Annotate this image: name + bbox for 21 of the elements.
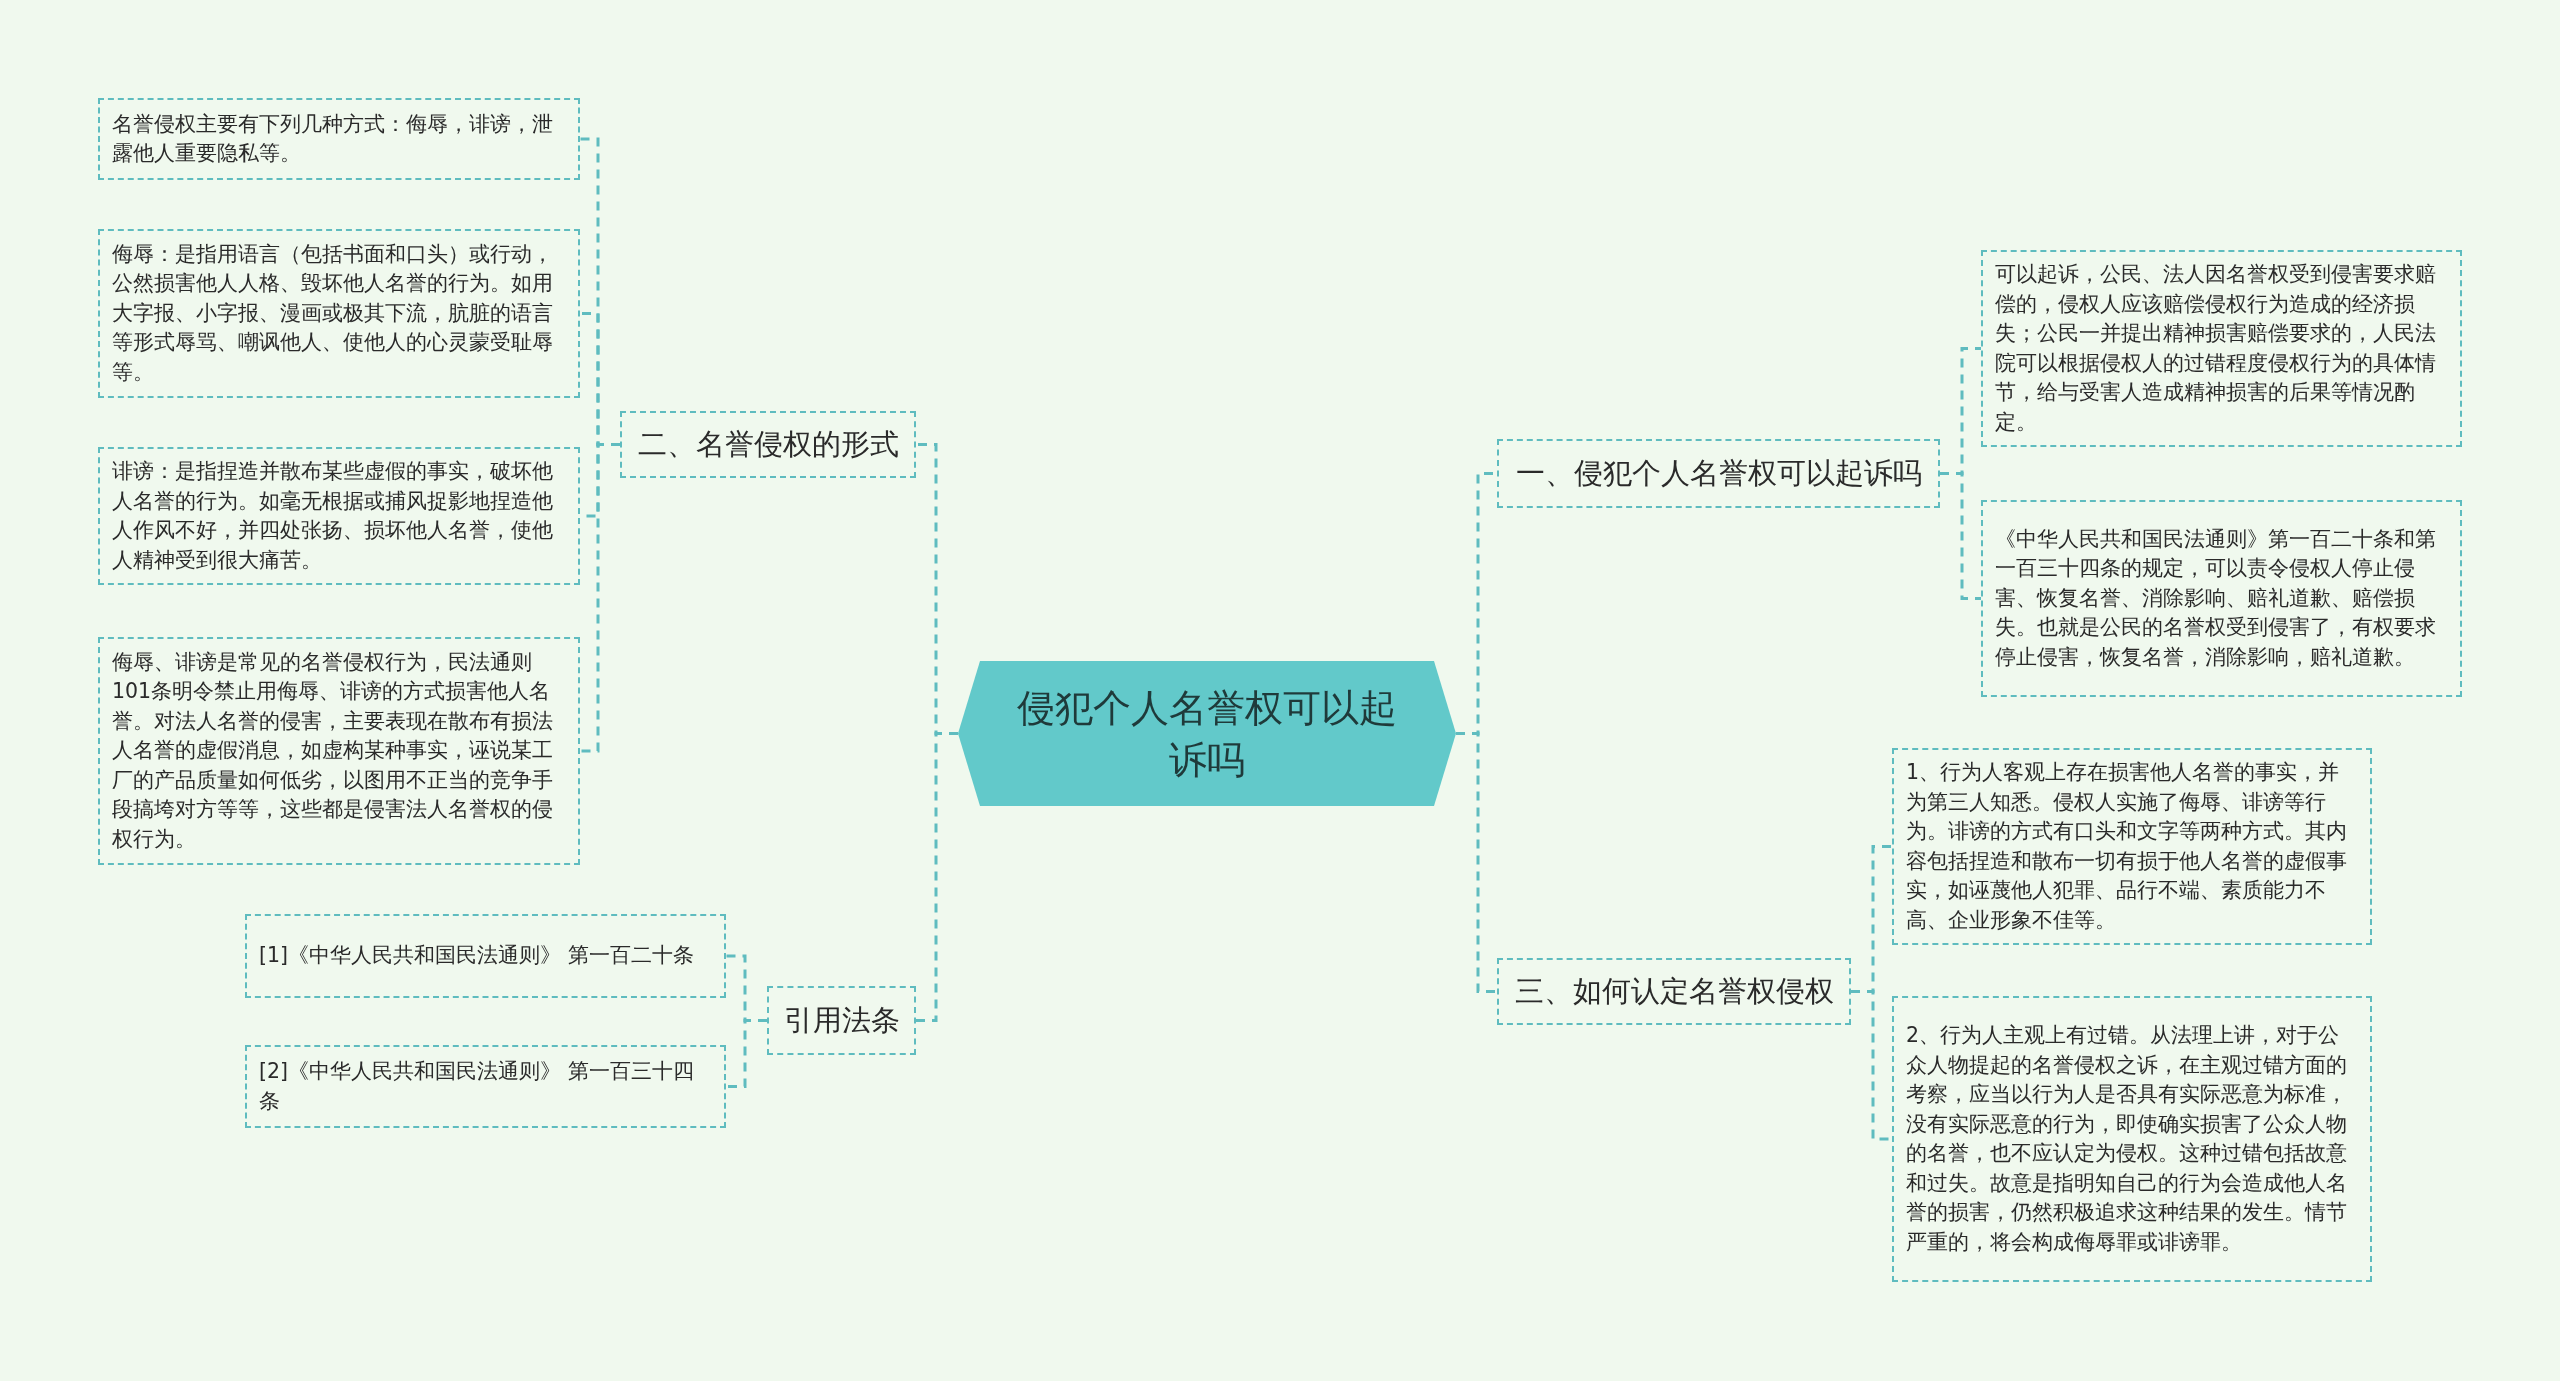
text-box: 名誉侵权主要有下列几种方式：侮辱，诽谤，泄露他人重要隐私等。 (98, 98, 580, 180)
connector-line (726, 1019, 767, 1088)
text-box: [1]《中华人民共和国民法通则》 第一百二十条 (245, 914, 726, 998)
connector-line (916, 732, 958, 1022)
connector-line (580, 443, 620, 753)
text-box: 2、行为人主观上有过错。从法理上讲，对于公众人物提起的名誉侵权之诉，在主观过错方面的考察，应当以行为人是否具有实际恶意为标准，没有实际恶意的行为，即使确实损害了公众人物的名誉，也不应认定为侵权。这种过错包括故意和过失。故意是指明知自己的行为会造成他人名誉的损害，仍然积极追求这种结果的发生。情节严重的，将会构成侮辱罪或诽谤罪。 (1892, 996, 2372, 1282)
topic-box: 一、侵犯个人名誉权可以起诉吗 (1497, 439, 1940, 508)
text-box: [2]《中华人民共和国民法通则》 第一百三十四条 (245, 1045, 726, 1128)
topic-box: 二、名誉侵权的形式 (620, 411, 916, 478)
central-topic-hexagon: 侵犯个人名誉权可以起诉吗 (958, 661, 1456, 806)
connector-line (1456, 732, 1497, 993)
topic-box: 三、如何认定名誉权侵权 (1497, 958, 1851, 1025)
connector-line (1851, 990, 1892, 1141)
text-box: 可以起诉，公民、法人因名誉权受到侵害要求赔偿的，侵权人应该赔偿侵权行为造成的经济损失；公民一并提出精神损害赔偿要求的，人民法院可以根据侵权人的过错程度侵权行为的具体情节，给与受害人造成精神损害的后果等情况酌定。 (1981, 250, 2462, 447)
text-box: 侮辱、诽谤是常见的名誉侵权行为，民法通则101条明令禁止用侮辱、诽谤的方式损害他人名誉。对法人名誉的侵害，主要表现在散布有损法人名誉的虚假消息，如虚构某种事实，诬说某工厂的产品质量如何低劣，以图用不正当的竞争手段搞垮对方等等，这些都是侵害法人名誉权的侵权行为。 (98, 637, 580, 865)
text-box: 侮辱：是指用语言（包括书面和口头）或行动，公然损害他人人格、毁坏他人名誉的行为。如用大字报、小字报、漫画或极其下流，肮脏的语言等形式辱骂、嘲讽他人、使他人的心灵蒙受耻辱等。 (98, 229, 580, 398)
connector-line (1940, 472, 1981, 600)
text-box: 《中华人民共和国民法通则》第一百二十条和第一百三十四条的规定，可以责令侵权人停止侵害、恢复名誉、消除影响、赔礼道歉、赔偿损失。也就是公民的名誉权受到侵害了，有权要求停止侵害，恢复名誉，消除影响，赔礼道歉。 (1981, 500, 2462, 697)
topic-box: 引用法条 (767, 986, 916, 1055)
text-box: 1、行为人客观上存在损害他人名誉的事实，并为第三人知悉。侵权人实施了侮辱、诽谤等行为。诽谤的方式有口头和文字等两种方式。其内容包括捏造和散布一切有损于他人名誉的虚假事实，如诬蔑他人犯罪、品行不端、素质能力不高、企业形象不佳等。 (1892, 748, 2372, 945)
text-box: 诽谤：是指捏造并散布某些虚假的事实，破坏他人名誉的行为。如毫无根据或捕风捉影地捏造他人作风不好，并四处张扬、损坏他人名誉，使他人精神受到很大痛苦。 (98, 447, 580, 585)
